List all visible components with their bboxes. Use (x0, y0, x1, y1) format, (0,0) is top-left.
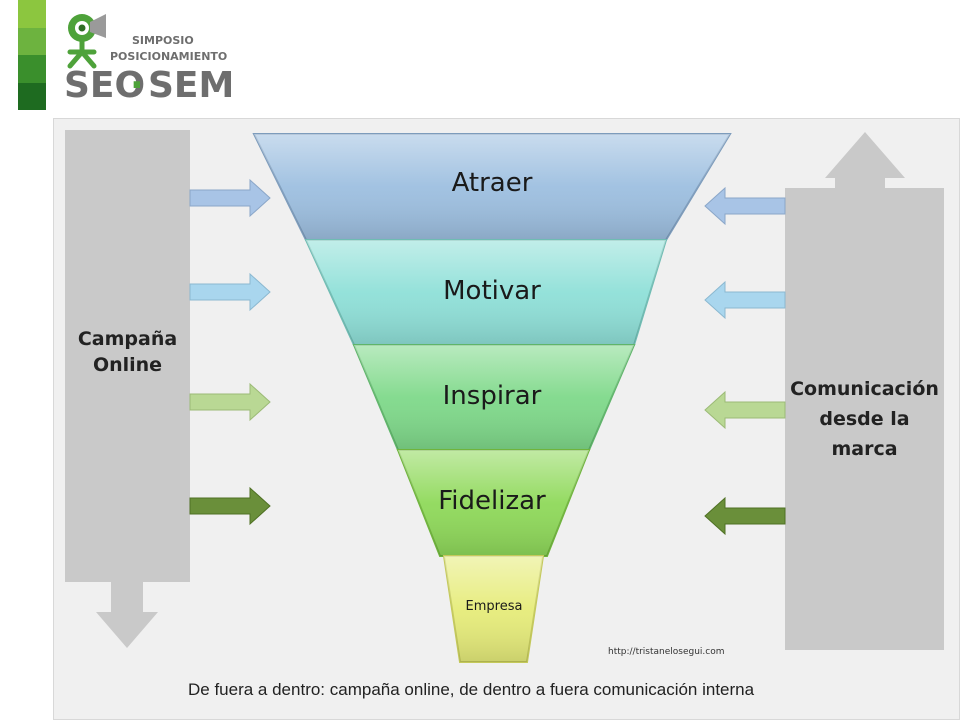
right-column-label: Comunicación desde la marca (790, 378, 939, 460)
logo-brand-dot: · (130, 65, 144, 106)
left-arrow-1 (189, 178, 271, 218)
tier-label-motivar: Motivar (443, 276, 541, 306)
diagram-caption: De fuera a dentro: campaña online, de de… (188, 680, 755, 699)
right-arrow-2 (704, 280, 786, 320)
logo-person-icon (67, 14, 106, 69)
left-arrow-2 (189, 272, 271, 312)
stripe-3 (18, 55, 46, 83)
logo-line-2: POSICIONAMIENTO (110, 50, 228, 63)
left-column-label: Campaña Online (77, 328, 178, 376)
funnel-tier-5 (442, 555, 545, 663)
logo-brand-left: SEO (64, 65, 146, 106)
right-arrow-4 (704, 496, 786, 536)
right-column-arrow (785, 132, 944, 650)
brand-stripes (18, 0, 46, 110)
tier-label-fidelizar: Fidelizar (438, 486, 546, 516)
stripe-2 (18, 27, 46, 55)
left-arrow-4 (189, 486, 271, 526)
funnel-tier-3 (352, 344, 636, 451)
logo-brand-right: SEM (148, 65, 235, 106)
tier-label-empresa: Empresa (465, 599, 523, 614)
funnel-tier-4 (396, 449, 591, 557)
simposio-logo: SIMPOSIO POSICIONAMIENTO SEO · SEM (62, 8, 235, 108)
funnel-tier-2 (304, 239, 668, 346)
stripe-4 (18, 82, 46, 110)
logo-line-1: SIMPOSIO (132, 34, 194, 47)
left-arrow-3 (189, 382, 271, 422)
right-arrow-3 (704, 390, 786, 430)
tier-label-atraer: Atraer (451, 168, 533, 198)
tier-label-inspirar: Inspirar (442, 381, 542, 411)
stripe-1 (18, 0, 46, 28)
left-column-arrow (65, 130, 190, 648)
source-url: http://tristanelosegui.com (608, 647, 725, 657)
right-arrow-1 (704, 186, 786, 226)
